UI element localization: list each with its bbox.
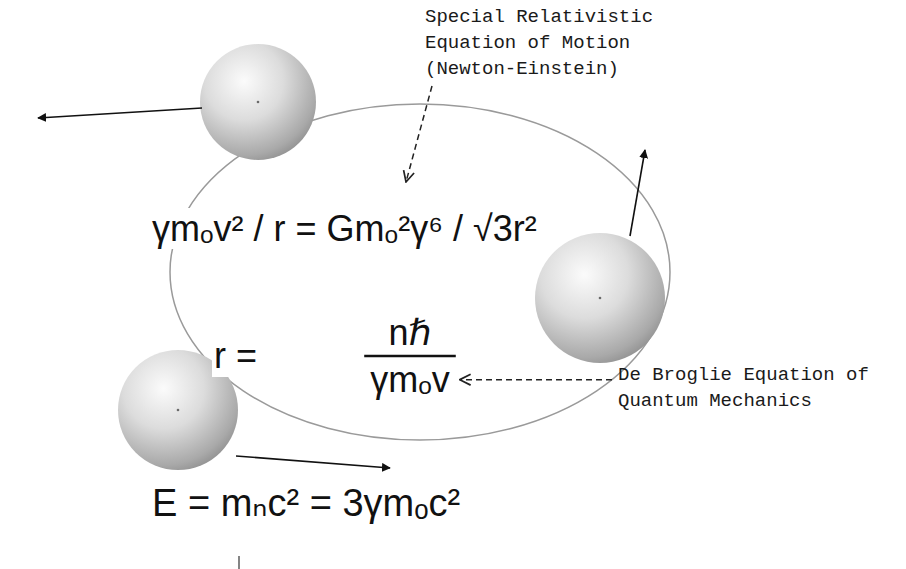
callout-text: Special Relativistic Equation of Motion …	[425, 4, 664, 82]
velocity-arrow	[236, 456, 390, 468]
sphere	[200, 44, 316, 160]
fraction-bar	[364, 355, 456, 358]
leader-line	[406, 86, 432, 182]
tick-mark	[238, 556, 239, 569]
equation: E = mₙc² = 3γmₒc²	[150, 482, 462, 526]
callout-text: De Broglie Equation of Quantum Mechanics	[618, 362, 880, 414]
equation-part: r =	[212, 335, 259, 376]
fraction-numerator: nℏ	[387, 312, 434, 353]
equation: γmₒv² / r = Gmₒ²γ⁶ / √3r²	[150, 208, 539, 249]
velocity-arrow	[38, 108, 202, 118]
sphere	[535, 233, 665, 363]
leader-line	[460, 379, 612, 381]
velocity-arrow	[630, 150, 645, 236]
fraction-denominator: γmₒv	[368, 359, 452, 400]
